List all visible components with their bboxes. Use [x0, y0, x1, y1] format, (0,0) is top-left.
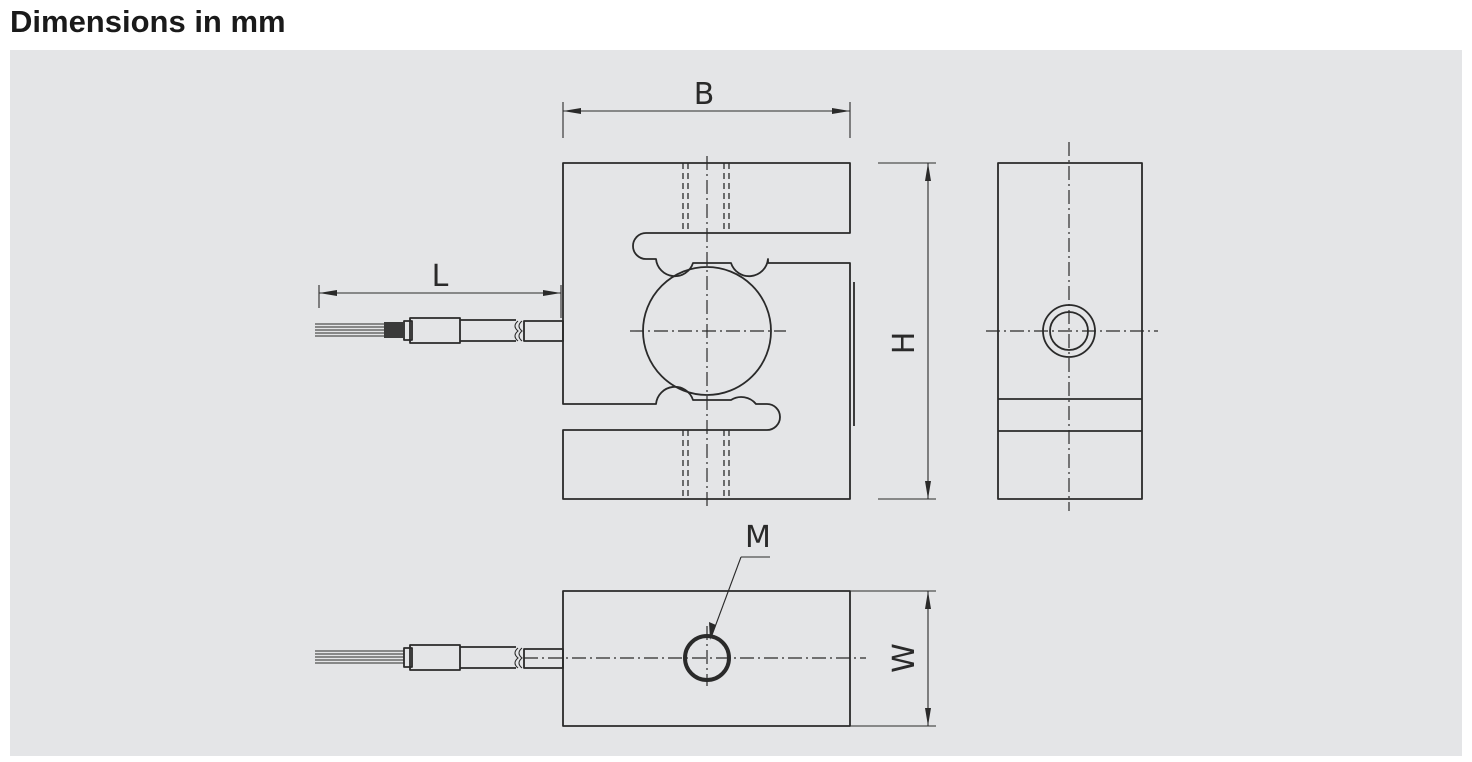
dimension-l-label: L [432, 259, 449, 294]
front-cable-break [514, 320, 523, 342]
dimension-l-arrow-left [319, 290, 337, 296]
dimension-m-label: M [745, 520, 771, 555]
dimension-h-label: H [887, 332, 922, 355]
dimension-w-arrow-bottom [925, 708, 931, 726]
dimension-b-arrow-left [563, 108, 581, 114]
dimension-h-arrow-top [925, 163, 931, 181]
top-view-cable-gland [523, 648, 564, 669]
front-cable-sheath [460, 319, 516, 342]
dimension-b: B [562, 77, 851, 138]
page-title: Dimensions in mm [10, 4, 286, 39]
dimension-l-arrow-right [543, 290, 561, 296]
front-view [523, 156, 855, 506]
dimension-m-arrow [709, 622, 716, 640]
dimension-h: H [878, 162, 936, 500]
top-cable-break [514, 647, 523, 669]
dimension-w-arrow-top [925, 591, 931, 609]
top-cable [315, 644, 523, 671]
drawing-canvas: B L H [10, 50, 1462, 756]
drawing-background [10, 50, 1462, 756]
dimension-w: W [850, 590, 936, 727]
dimension-l: L [318, 259, 562, 318]
dimension-m: M [709, 520, 771, 640]
top-view [523, 590, 866, 727]
front-cable-shrink [409, 317, 461, 344]
top-cable-sheath [460, 646, 516, 669]
s-beam-body [562, 162, 851, 500]
side-view [986, 142, 1158, 511]
cable-gland [523, 320, 564, 342]
front-cable [315, 317, 523, 344]
dimension-m-leader [711, 556, 742, 636]
dimension-b-arrow-right [832, 108, 850, 114]
top-cable-wires [315, 650, 404, 664]
load-cell-drawing: B L H [10, 50, 1462, 756]
wire-ferrule [384, 322, 404, 338]
top-cable-shrink [409, 644, 461, 671]
dimension-h-arrow-bottom [925, 481, 931, 499]
dimension-b-label: B [694, 77, 715, 112]
front-cable-wires [315, 322, 404, 338]
dimension-w-label: W [887, 643, 922, 673]
